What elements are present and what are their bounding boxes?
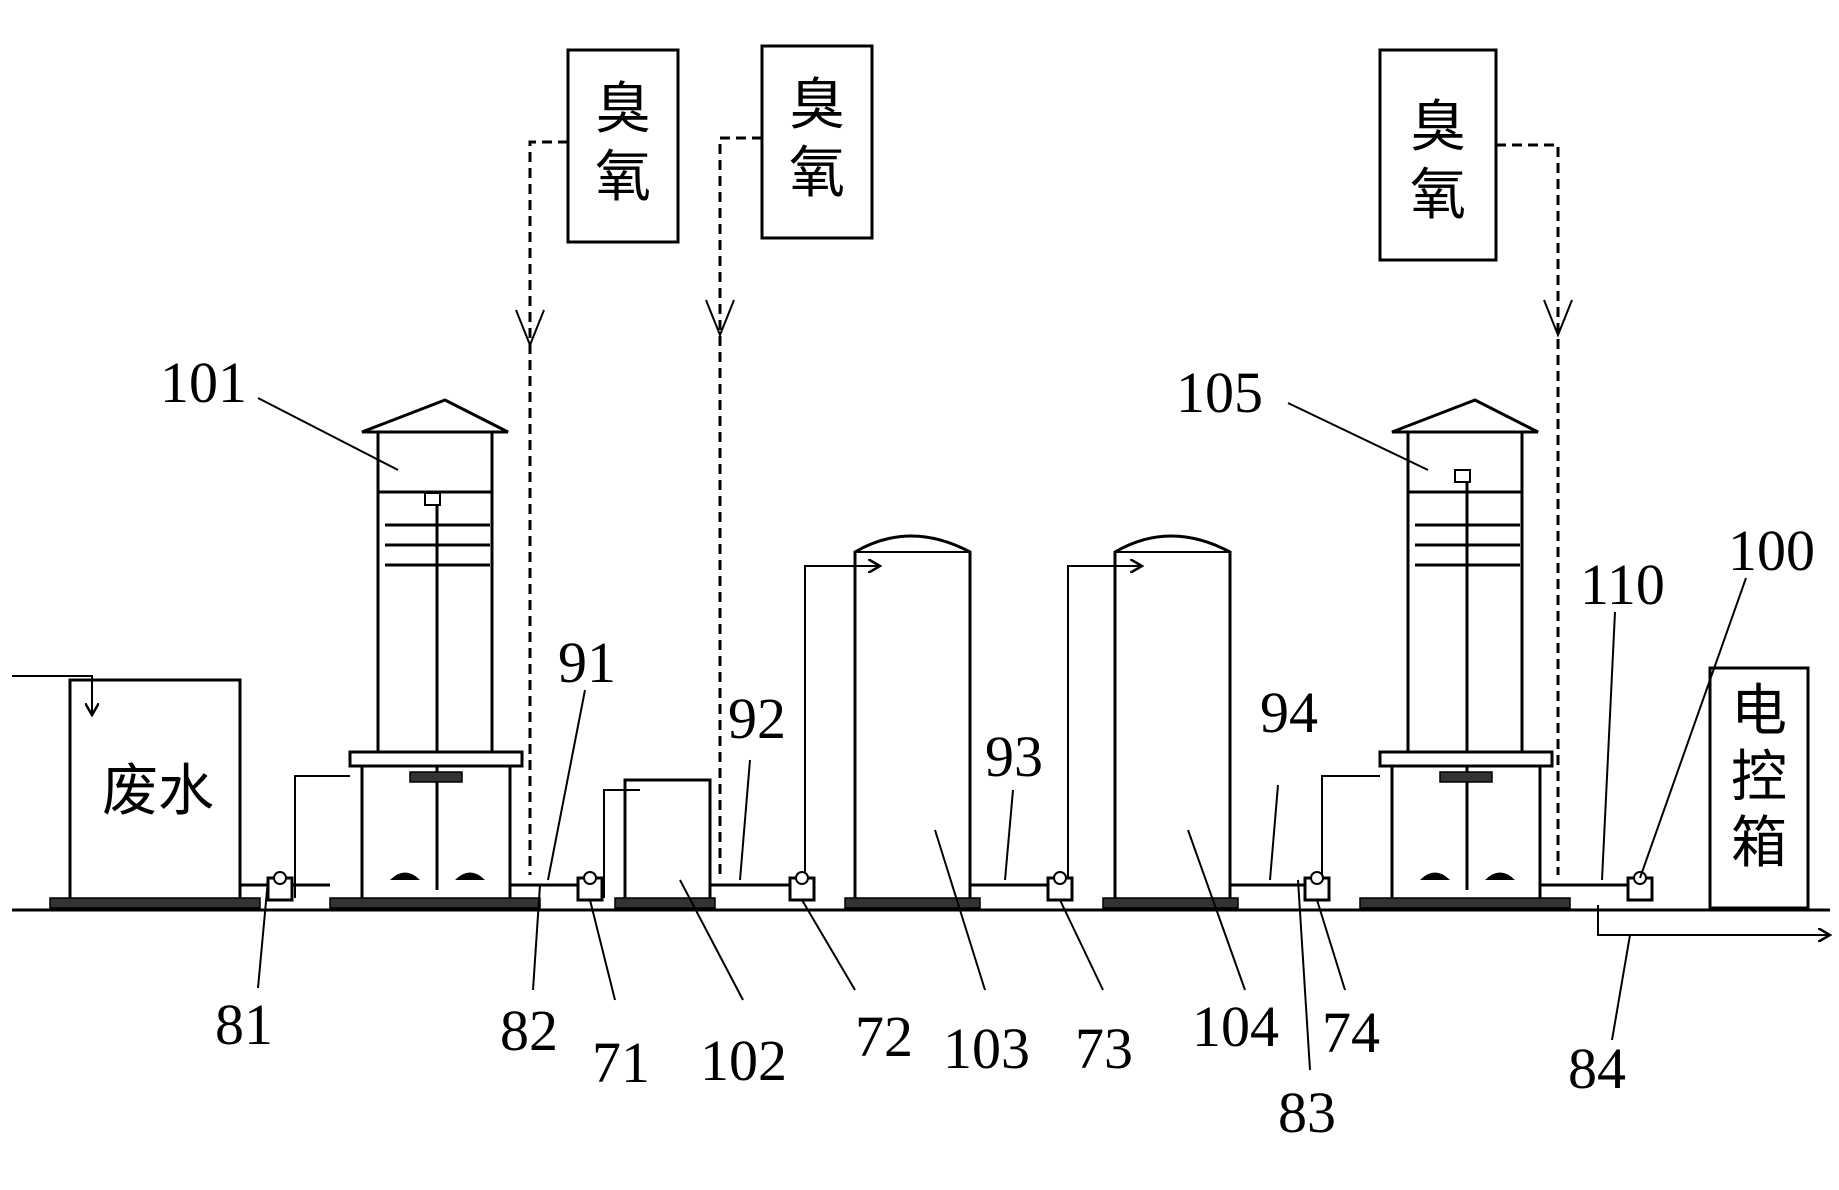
label-72: 72 [855,1004,913,1069]
svg-text:箱: 箱 [1731,811,1787,876]
ozone-generator-1: 臭 氧 [566,48,680,244]
pump-72 [788,871,816,902]
label-92: 92 [728,686,786,751]
label-104: 104 [1192,994,1279,1059]
vessel-103 [804,534,981,909]
pumps [266,871,1654,902]
label-94: 94 [1260,680,1318,745]
label-83: 83 [1278,1080,1336,1145]
pump-74 [1303,871,1331,902]
svg-text:臭: 臭 [1410,95,1466,160]
control-box: 电 控 箱 [1708,666,1810,910]
svg-text:氧: 氧 [1410,163,1466,228]
ozone-feed-lines [515,136,1573,875]
label-91: 91 [558,630,616,695]
wastewater-tank: 废水 [12,675,261,909]
ozone-generator-3: 臭 氧 [1378,48,1498,262]
reactor-101 [329,398,541,909]
leader-lines [257,397,1747,1071]
label-81: 81 [215,992,273,1057]
svg-text:控: 控 [1731,745,1787,810]
label-100: 100 [1728,518,1815,583]
reference-labels: 101 105 91 92 93 94 110 100 81 82 71 102… [160,350,1815,1145]
pump-73 [1046,871,1074,902]
pump-81 [266,871,294,902]
label-103: 103 [943,1016,1030,1081]
reactor-105 [1359,398,1571,909]
tank-102 [603,778,716,909]
label-84: 84 [1568,1036,1626,1101]
svg-text:电: 电 [1731,679,1787,744]
label-102: 102 [700,1028,787,1093]
svg-text:臭: 臭 [595,77,651,142]
svg-text:氧: 氧 [595,145,651,210]
vessel-104 [1067,534,1239,909]
label-73: 73 [1075,1016,1133,1081]
label-82: 82 [500,998,558,1063]
svg-text:废水: 废水 [102,759,214,824]
label-93: 93 [985,724,1043,789]
label-101: 101 [160,350,247,415]
ozone-generator-2: 臭 氧 [760,44,874,240]
label-71: 71 [592,1030,650,1095]
label-110: 110 [1580,552,1665,617]
svg-text:臭: 臭 [789,73,845,138]
label-74: 74 [1322,1000,1380,1065]
svg-text:氧: 氧 [789,141,845,206]
label-105: 105 [1176,360,1263,425]
pump-71 [576,871,604,902]
